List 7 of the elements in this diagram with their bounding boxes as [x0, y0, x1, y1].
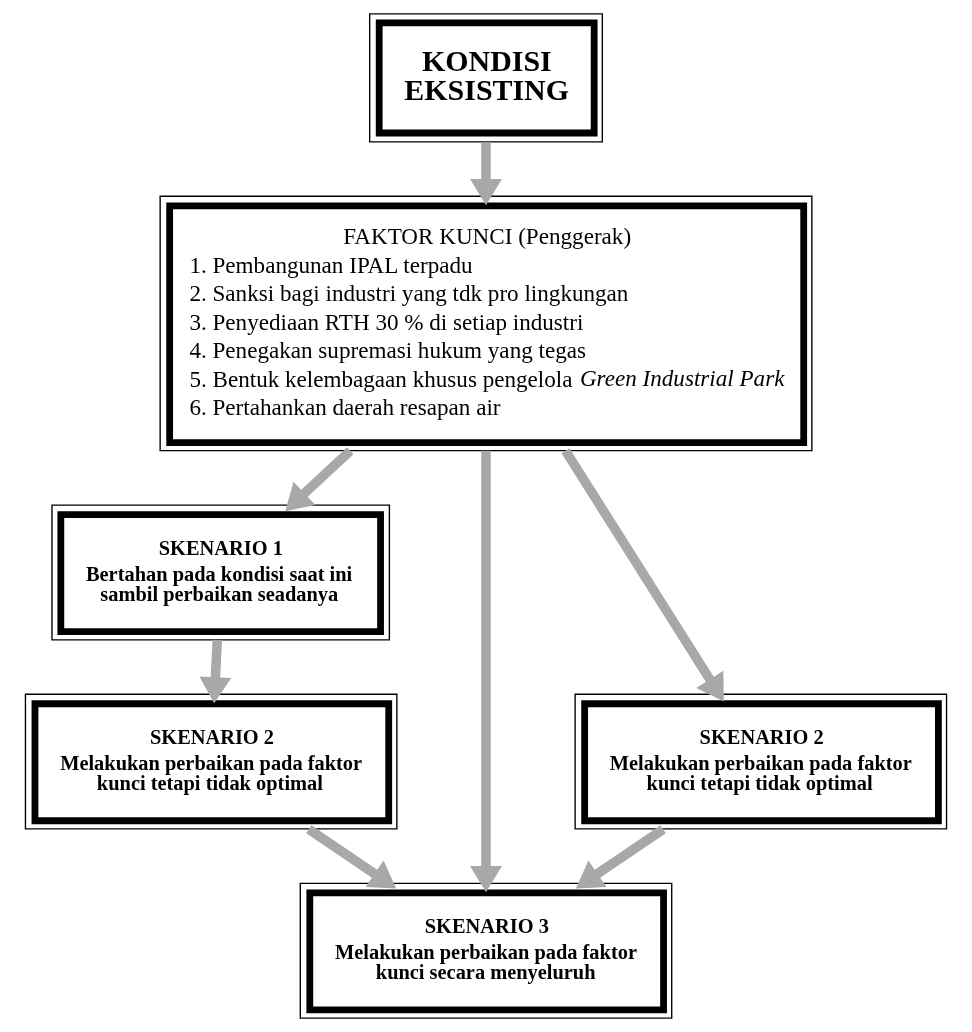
- arrow: [561, 448, 724, 702]
- arrow: [199, 639, 232, 704]
- arrow: [306, 825, 397, 889]
- arrow: [470, 450, 502, 893]
- arrow: [470, 142, 502, 206]
- arrow: [285, 447, 354, 512]
- arrow: [575, 825, 666, 889]
